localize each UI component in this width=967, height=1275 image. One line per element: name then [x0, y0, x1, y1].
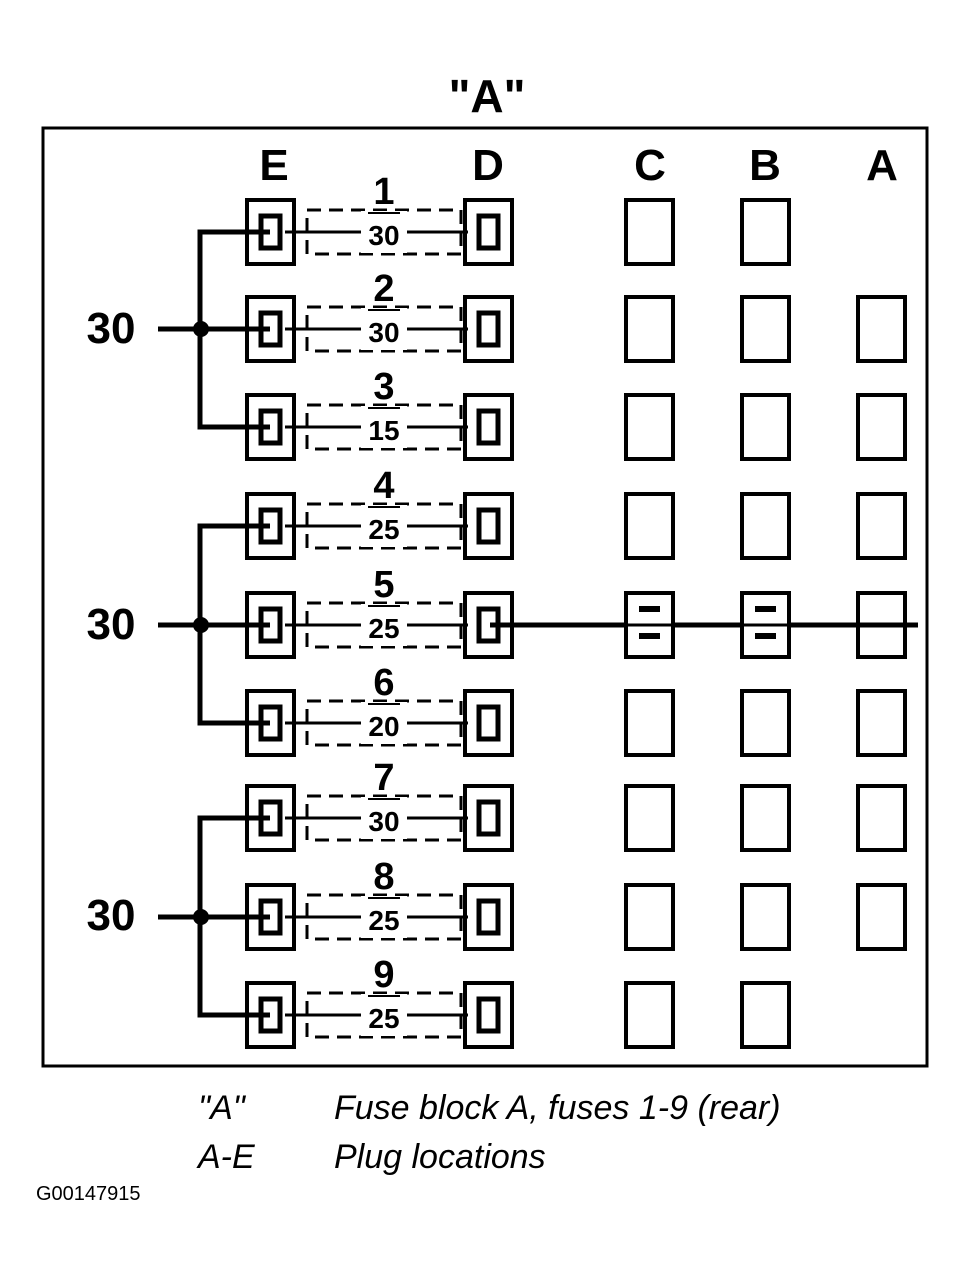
terminal-d-clip	[476, 898, 501, 936]
fuse-amps-6: 20	[368, 711, 399, 742]
junction-dot-2	[193, 617, 209, 633]
plug-socket	[740, 981, 791, 1049]
column-header-c: C	[634, 141, 666, 190]
fuse-number-2: 2	[373, 268, 394, 310]
feed-label-1: 30	[87, 304, 136, 353]
plug-socket	[624, 492, 675, 560]
plug-socket	[740, 784, 791, 852]
terminal-e-clip	[258, 408, 283, 446]
terminal-d-clip	[476, 799, 501, 837]
legend-text-1: Fuse block A, fuses 1-9 (rear)	[334, 1089, 781, 1127]
fuse-row-6	[245, 689, 514, 757]
fuse-row-1	[245, 198, 514, 266]
fuse-amps-8: 25	[368, 905, 399, 936]
terminal-e-clip	[258, 606, 283, 644]
junction-dot-1	[193, 321, 209, 337]
terminal-d	[463, 198, 514, 266]
terminal-e-clip	[258, 704, 283, 742]
terminal-d-clip	[476, 704, 501, 742]
fuse-labels: 1 30 2 30 3 15 4 25 5 25 6 20 7 30 8 25 …	[361, 171, 407, 1036]
plug-column-c	[624, 198, 675, 1049]
legend-text-2: Plug locations	[334, 1138, 546, 1176]
terminal-d-clip	[476, 996, 501, 1034]
plug-socket	[740, 492, 791, 560]
fuse-amps-1: 30	[368, 220, 399, 251]
fuse-number-5: 5	[373, 564, 394, 606]
terminal-d	[463, 393, 514, 461]
terminal-e-clip	[258, 507, 283, 545]
column-header-b: B	[749, 141, 781, 190]
plug-socket	[624, 981, 675, 1049]
fuse-amps-2: 30	[368, 317, 399, 348]
fuse-amps-4: 25	[368, 514, 399, 545]
fuse-number-9: 9	[373, 954, 394, 996]
fuse-amps-3: 15	[368, 415, 399, 446]
figure-code: G00147915	[36, 1183, 141, 1205]
plug-socket	[624, 689, 675, 757]
column-header-d: D	[472, 141, 504, 190]
plug-socket	[856, 295, 907, 363]
terminal-d-clip	[476, 310, 501, 348]
plug-socket	[740, 295, 791, 363]
terminal-e-clip	[258, 310, 283, 348]
plug-socket	[856, 883, 907, 951]
fuse-amps-5: 25	[368, 613, 399, 644]
terminal-d	[463, 492, 514, 560]
fuse-number-8: 8	[373, 856, 394, 898]
fuse-amps-7: 30	[368, 806, 399, 837]
fuse-row-4	[245, 492, 514, 560]
plug-socket	[856, 492, 907, 560]
fuse-block-frame	[41, 126, 929, 1068]
terminal-d	[463, 591, 514, 659]
legend-key-2: A-E	[196, 1138, 255, 1176]
fuse-amps-9: 25	[368, 1003, 399, 1034]
plug-column-a	[856, 295, 907, 951]
plug-socket	[856, 784, 907, 852]
diagram-title: "A"	[449, 70, 526, 122]
terminal-d	[463, 784, 514, 852]
fuse-number-7: 7	[373, 757, 394, 799]
column-header-e: E	[259, 141, 288, 190]
terminal-d	[463, 981, 514, 1049]
feed-label-3: 30	[87, 891, 136, 940]
terminal-d-clip	[476, 213, 501, 251]
plug-socket	[624, 784, 675, 852]
legend-key-1: "A"	[198, 1089, 247, 1127]
terminal-e-clip	[258, 996, 283, 1034]
fuse-row-8	[245, 883, 514, 951]
terminal-d-clip	[476, 606, 501, 644]
terminal-d-clip	[476, 408, 501, 446]
column-header-a: A	[866, 141, 898, 190]
fuse-number-1: 1	[373, 171, 394, 213]
fuse-row-2	[245, 295, 514, 363]
plug-socket	[740, 198, 791, 266]
plug-socket	[740, 689, 791, 757]
terminal-e-clip	[258, 799, 283, 837]
junction-dot-3	[193, 909, 209, 925]
fuse-number-6: 6	[373, 662, 394, 704]
terminal-d	[463, 295, 514, 363]
feed-label-2: 30	[87, 600, 136, 649]
terminal-d-clip	[476, 507, 501, 545]
plug-socket	[624, 295, 675, 363]
terminal-e-clip	[258, 898, 283, 936]
plug-socket	[740, 393, 791, 461]
fuse-number-3: 3	[373, 366, 394, 408]
plug-socket	[624, 198, 675, 266]
terminal-d	[463, 883, 514, 951]
terminal-e-clip	[258, 213, 283, 251]
terminal-d	[463, 689, 514, 757]
plug-socket	[856, 689, 907, 757]
plug-socket	[624, 883, 675, 951]
row-5-through-wire	[626, 606, 918, 639]
plug-socket	[856, 393, 907, 461]
plug-socket	[624, 393, 675, 461]
plug-socket	[740, 883, 791, 951]
fuse-number-4: 4	[373, 465, 394, 507]
